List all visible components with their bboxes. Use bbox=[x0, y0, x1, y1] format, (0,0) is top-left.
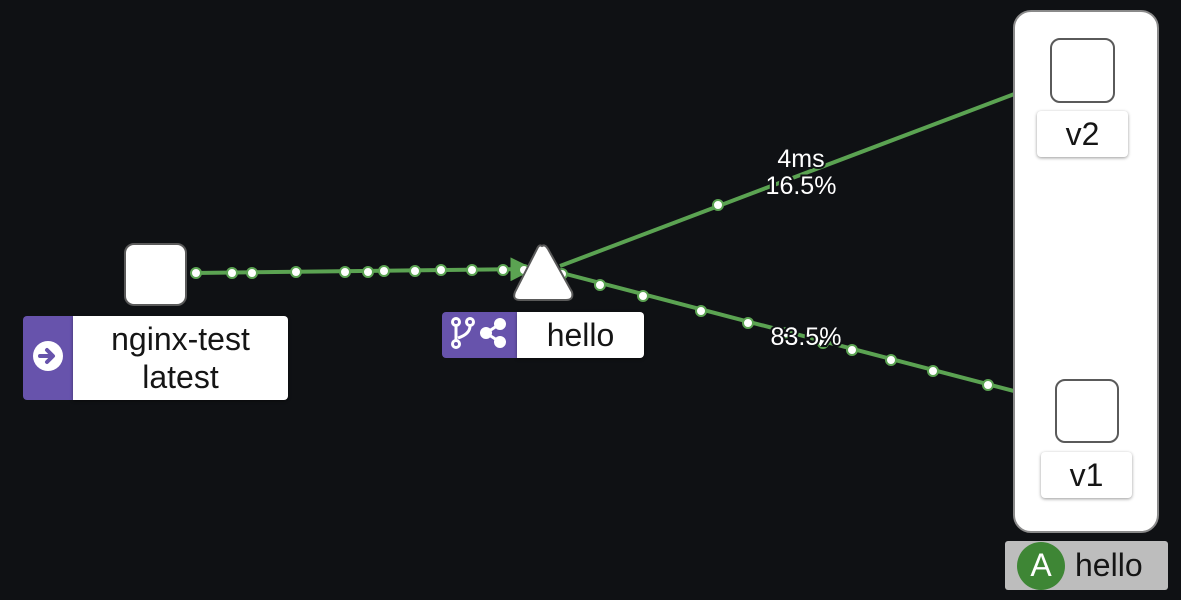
traffic-dots bbox=[190, 199, 1041, 403]
version-node-v1[interactable] bbox=[1055, 379, 1119, 443]
edge-label-v1-traffic: 83.5% bbox=[771, 323, 842, 351]
app-badge-letter: A bbox=[1030, 547, 1052, 583]
workload-name: nginx-test bbox=[111, 321, 250, 357]
workload-node[interactable] bbox=[124, 243, 187, 306]
arrow-circle-right-icon bbox=[32, 340, 64, 377]
edge-label-v2-response-time: 4ms bbox=[777, 145, 824, 173]
version-name-v2: v2 bbox=[1065, 116, 1100, 152]
version-label-v2[interactable]: v2 bbox=[1037, 111, 1128, 157]
workload-badge bbox=[23, 316, 73, 400]
app-name: hello bbox=[1075, 547, 1143, 583]
app-footer[interactable]: A hello bbox=[1005, 541, 1168, 590]
service-label[interactable]: hello bbox=[517, 312, 644, 358]
app-badge-icon: A bbox=[1017, 541, 1065, 590]
service-badge bbox=[442, 312, 518, 358]
workload-label[interactable]: nginx-test latest bbox=[73, 316, 288, 400]
service-triangle-node[interactable] bbox=[513, 244, 574, 301]
workload-version: latest bbox=[142, 359, 219, 395]
version-name-v1: v1 bbox=[1069, 457, 1104, 493]
version-node-v2[interactable] bbox=[1050, 38, 1115, 103]
service-name: hello bbox=[546, 317, 615, 353]
edge-label-v2-traffic: 16.5% bbox=[766, 172, 837, 200]
code-branch-share-icon bbox=[448, 315, 512, 356]
version-label-v1[interactable]: v1 bbox=[1041, 452, 1132, 498]
edge-hello-to-v2[interactable] bbox=[559, 78, 1049, 268]
